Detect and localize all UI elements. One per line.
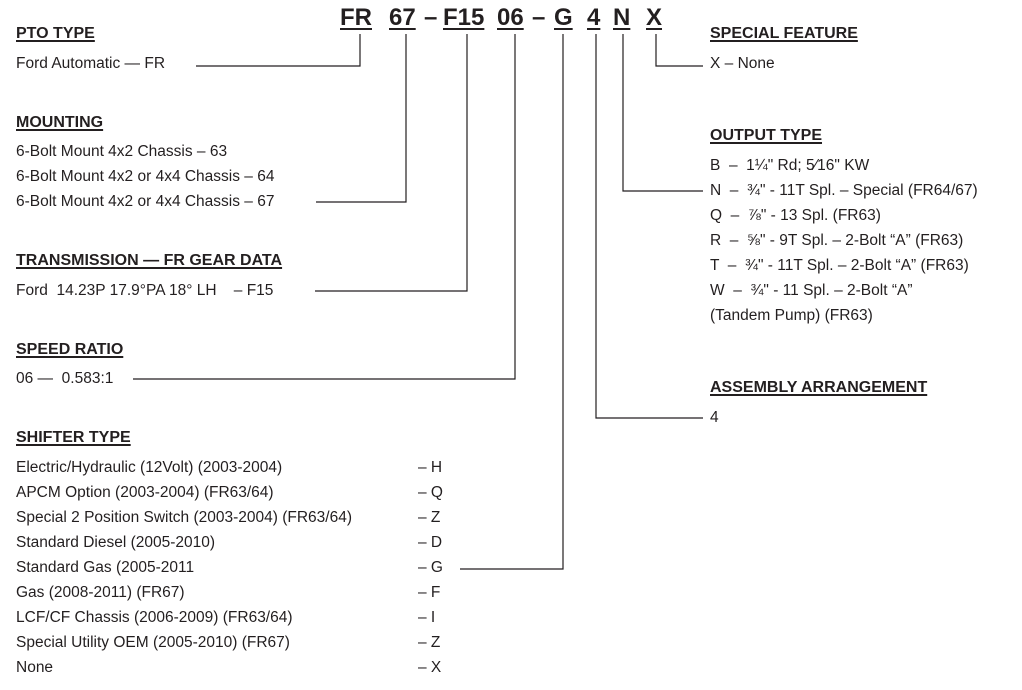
assembly-arrangement-item: 4: [710, 409, 719, 426]
output-type-item: R – ⅝" - 9T Spl. – 2-Bolt “A” (FR63): [710, 232, 964, 249]
connector-transmission: [315, 34, 468, 292]
code-transmission: F15: [443, 4, 485, 31]
special-feature-heading: SPECIAL FEATURE: [710, 25, 858, 42]
code-pto-type: FR: [340, 4, 372, 31]
code-separator: –: [424, 4, 438, 31]
pto-type-heading: PTO TYPE: [16, 25, 95, 42]
shifter-row-label: None: [16, 659, 54, 676]
mounting-item: 6-Bolt Mount 4x2 or 4x4 Chassis – 67: [16, 193, 275, 210]
output-type-item: B – 1¼" Rd; 5⁄16" KW: [710, 157, 870, 174]
code-separator: –: [532, 4, 546, 31]
shifter-row-code: – Z: [418, 634, 441, 651]
shifter-row-label: Electric/Hydraulic (12Volt) (2003-2004): [16, 459, 283, 476]
assembly-arrangement-heading: ASSEMBLY ARRANGEMENT: [710, 379, 928, 396]
speed-ratio-heading: SPEED RATIO: [16, 341, 124, 358]
code-mounting: 67: [389, 4, 416, 31]
speed-ratio-item: 06 — 0.583:1: [16, 370, 114, 387]
shifter-row-label: LCF/CF Chassis (2006-2009) (FR63/64): [16, 609, 293, 626]
shifter-row-label: Special 2 Position Switch (2003-2004) (F…: [16, 509, 353, 526]
shifter-row-code: – G: [418, 559, 443, 576]
output-type-item: T – ¾" - 11T Spl. – 2-Bolt “A” (FR63): [710, 257, 969, 274]
shifter-row-code: – F: [418, 584, 441, 601]
code-assembly: 4: [587, 4, 601, 31]
code-output-type: N: [613, 4, 631, 31]
shifter-row-label: Gas (2008-2011) (FR67): [16, 584, 185, 601]
special-feature-item: X – None: [710, 55, 775, 72]
output-type-heading: OUTPUT TYPE: [710, 127, 823, 144]
connector-shifter-type: [460, 34, 564, 570]
shifter-row-code: – I: [418, 609, 436, 626]
output-type-item: (Tandem Pump) (FR63): [710, 307, 873, 324]
connector-output-type: [622, 34, 703, 192]
pto-type-item: Ford Automatic — FR: [16, 55, 166, 72]
output-type-item: W – ¾" - 11 Spl. – 2-Bolt “A”: [710, 282, 913, 299]
shifter-type-heading: SHIFTER TYPE: [16, 429, 131, 446]
code-shifter-type: G: [554, 4, 573, 31]
connector-mounting: [316, 34, 407, 203]
shifter-row-label: Special Utility OEM (2005-2010) (FR67): [16, 634, 290, 651]
transmission-item: Ford 14.23P 17.9°PA 18° LH – F15: [16, 282, 274, 299]
output-type-item: Q – ⅞" - 13 Spl. (FR63): [710, 207, 881, 224]
shifter-row-label: APCM Option (2003-2004) (FR63/64): [16, 484, 274, 501]
mounting-heading: MOUNTING: [16, 114, 104, 131]
mounting-item: 6-Bolt Mount 4x2 Chassis – 63: [16, 143, 228, 160]
shifter-row-label: Standard Gas (2005-2011: [16, 559, 195, 576]
shifter-row-code: – Z: [418, 509, 441, 526]
shifter-row-code: – H: [418, 459, 443, 476]
connector-assembly: [595, 34, 703, 419]
connector-pto-type: [196, 34, 361, 67]
connector-special-feature: [655, 34, 703, 67]
code-special-feature: X: [646, 4, 663, 31]
transmission-heading: TRANSMISSION — FR GEAR DATA: [16, 252, 283, 269]
code-speed-ratio: 06: [497, 4, 524, 31]
shifter-row-label: Standard Diesel (2005-2010): [16, 534, 216, 551]
output-type-item: N – ¾" - 11T Spl. – Special (FR64/67): [710, 182, 978, 199]
mounting-item: 6-Bolt Mount 4x2 or 4x4 Chassis – 64: [16, 168, 275, 185]
shifter-row-code: – X: [418, 659, 442, 676]
shifter-row-code: – D: [418, 534, 443, 551]
shifter-row-code: – Q: [418, 484, 443, 501]
